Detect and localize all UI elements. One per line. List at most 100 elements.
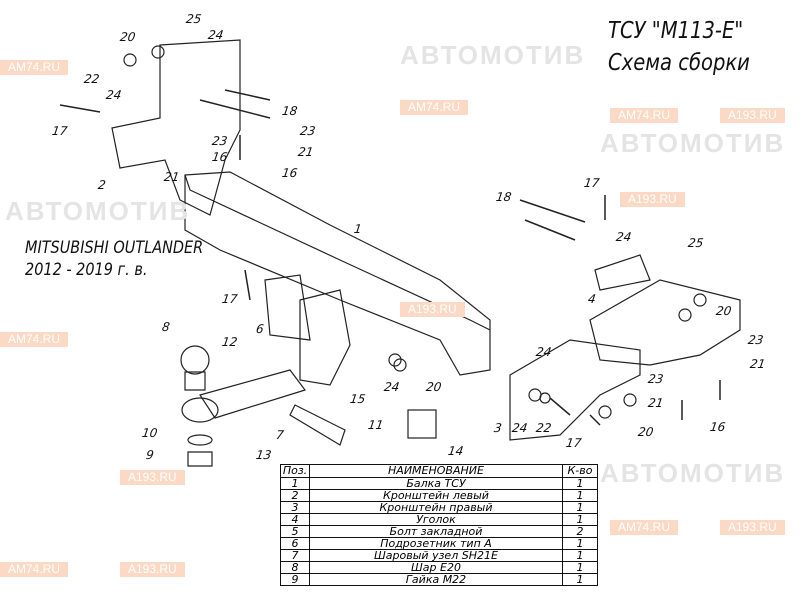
pin [289,404,346,446]
callout-23: 23 [747,333,765,347]
watermark-site: AM74.RU [400,100,469,115]
cell-pos: 9 [280,573,310,586]
callout-11: 11 [367,418,385,432]
watermark-brand: АВТОМОТИВ [600,458,786,488]
callout-16: 16 [281,166,299,180]
header-name: НАИМЕНОВАНИЕ [309,464,563,478]
cell-pos: 8 [280,561,310,574]
callout-25: 25 [185,12,203,26]
plug-14 [407,409,437,439]
socket-bracket [264,274,311,341]
cell-name: Шаровый узел SH21E [309,549,563,562]
callout-21: 21 [749,357,767,371]
cell-name: Кронштейн правый [309,501,563,514]
callout-16: 16 [211,150,229,164]
cell-name: Уголок [309,513,563,526]
watermark-site: A193.RU [400,302,465,317]
callout-17: 17 [583,176,601,190]
watermark-site: AM74.RU [0,332,69,347]
cell-pos: 6 [280,537,310,550]
callout-22: 22 [535,421,553,435]
callout-13: 13 [255,448,273,462]
callout-17: 17 [51,124,69,138]
callout-10: 10 [141,426,159,440]
diagram-subtitle: Схема сборки [608,50,750,76]
callout-16: 16 [709,420,727,434]
callout-24: 24 [207,28,225,42]
cell-qty: 1 [562,501,598,514]
callout-21: 21 [297,145,315,159]
corner-4 [594,254,651,291]
cell-name: Гайка М22 [309,573,563,586]
callout-18: 18 [281,104,299,118]
cell-qty: 1 [562,489,598,502]
cell-pos: 2 [280,489,310,502]
cell-pos: 3 [280,501,310,514]
vehicle-model: MITSUBISHI OUTLANDER [25,238,204,258]
callout-21: 21 [647,396,665,410]
watermark-site: A193.RU [720,520,785,535]
callout-24: 24 [105,88,123,102]
watermark-site: A193.RU [120,470,185,485]
watermark-site: A193.RU [720,108,785,123]
callout-12: 12 [221,335,239,349]
callout-20: 20 [637,425,655,439]
nut-9 [187,451,213,467]
ball-mount [199,369,306,419]
watermark-brand: АВТОМОТИВ [600,128,786,158]
callout-15: 15 [349,392,367,406]
table-header: Поз. НАИМЕНОВАНИЕ К-во [280,464,598,478]
header-pos: Поз. [280,464,310,478]
watermark-site: AM74.RU [610,108,679,123]
cell-name: Балка ТСУ [309,477,563,490]
callout-20: 20 [425,380,443,394]
header-qty: К-во [562,464,598,478]
cell-pos: 1 [280,477,310,490]
diagram-title: ТСУ "М113-Е" [608,18,744,44]
cell-qty: 1 [562,561,598,574]
right-bracket [509,339,641,441]
cell-qty: 1 [562,513,598,526]
callout-20: 20 [119,30,137,44]
watermark-site: AM74.RU [610,520,679,535]
callout-24: 24 [615,230,633,244]
watermark-brand: АВТОМОТИВ [5,196,191,226]
cell-pos: 5 [280,525,310,538]
callout-18: 18 [495,190,513,204]
cell-name: Болт закладной [309,525,563,538]
callout-8: 8 [161,320,171,334]
cell-name: Кронштейн левый [309,489,563,502]
cell-qty: 1 [562,573,598,586]
callout-17: 17 [221,292,239,306]
callout-14: 14 [447,444,465,458]
watermark-brand: АВТОМОТИВ [400,40,586,70]
receiver [299,289,351,386]
cell-qty: 1 [562,477,598,490]
callout-24: 24 [535,345,553,359]
washer-10 [187,434,213,446]
callout-7: 7 [275,428,285,442]
vehicle-years: 2012 - 2019 г. в. [25,260,148,280]
watermark-site: AM74.RU [0,60,69,75]
angle-bracket [589,279,741,366]
cell-pos: 7 [280,549,310,562]
callout-20: 20 [715,304,733,318]
ball-base [181,397,219,423]
callout-24: 24 [383,380,401,394]
cell-qty: 1 [562,549,598,562]
callout-6: 6 [255,322,265,336]
callout-23: 23 [211,134,229,148]
